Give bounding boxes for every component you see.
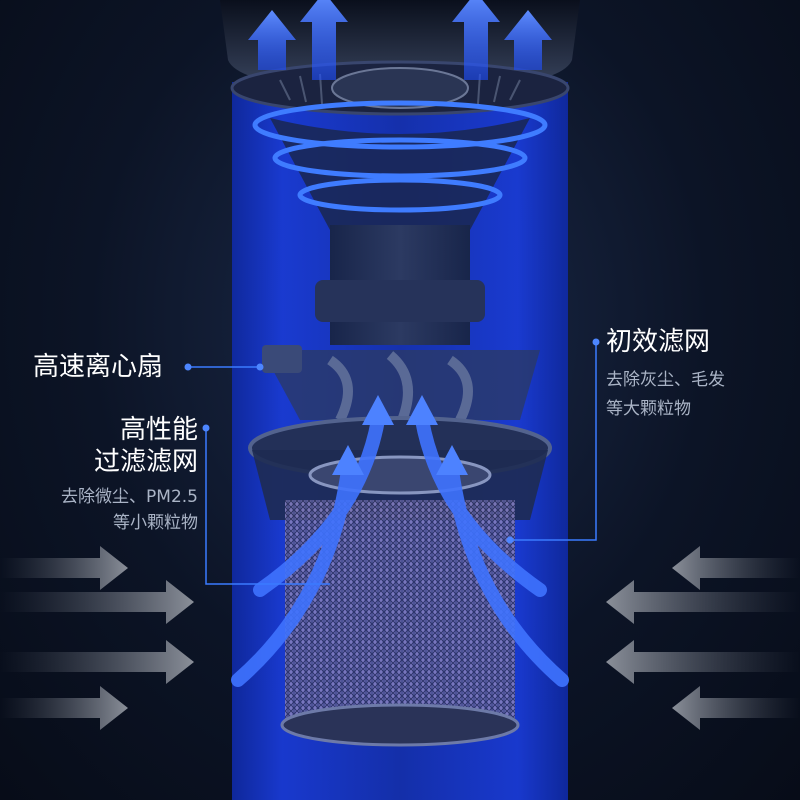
prefilter-desc-line1: 去除灰尘、毛发 [606, 370, 725, 390]
airflow-arrow-icon [406, 395, 438, 425]
outflow-arrow-icon [300, 0, 348, 80]
prefilter-leader [510, 342, 597, 541]
motor-band [315, 280, 485, 322]
outflow-arrows [248, 0, 552, 80]
intake-arrow-icon [0, 640, 194, 684]
top-hub [331, 67, 469, 109]
prefilter-desc-line2: 等大颗粒物 [606, 399, 691, 419]
intake-arrow-icon [0, 546, 128, 590]
air-swirl [252, 100, 548, 213]
airflow-heads [332, 395, 468, 475]
hepa-title-line2: 过滤滤网 [93, 447, 198, 477]
intake-arrow-icon [0, 686, 128, 730]
hepa-bottom [280, 703, 520, 747]
intake-arrow-icon [606, 640, 800, 684]
outflow-arrow-icon [452, 0, 500, 80]
centrifugal-fan [262, 345, 540, 428]
intake-arrow-icon [606, 580, 800, 624]
intake-arrow-icon [0, 580, 194, 624]
hepa-leader [205, 428, 330, 585]
intake-arrows-right [606, 546, 800, 730]
outflow-arrow-icon [248, 10, 296, 70]
airflow-arrow-icon [362, 395, 394, 425]
outflow-arrow-icon [504, 10, 552, 70]
airflow-arrow-icon [436, 445, 468, 475]
prefilter-title: 初效滤网 [606, 327, 711, 357]
fan-label: 高速离心扇 [33, 352, 164, 382]
intake-arrow-icon [672, 686, 800, 730]
airflow-arrow-icon [332, 445, 364, 475]
internal-airflow [231, 413, 569, 687]
hepa-desc-line2: 等小颗粒物 [113, 513, 198, 533]
hepa-desc-line1: 去除微尘、PM2.5 [61, 487, 198, 507]
intake-arrow-icon [672, 546, 800, 590]
leader-dots [184, 338, 600, 544]
leader-lines [188, 342, 597, 585]
hepa-title-line1: 高性能 [119, 415, 198, 445]
intake-arrows-left [0, 546, 194, 730]
